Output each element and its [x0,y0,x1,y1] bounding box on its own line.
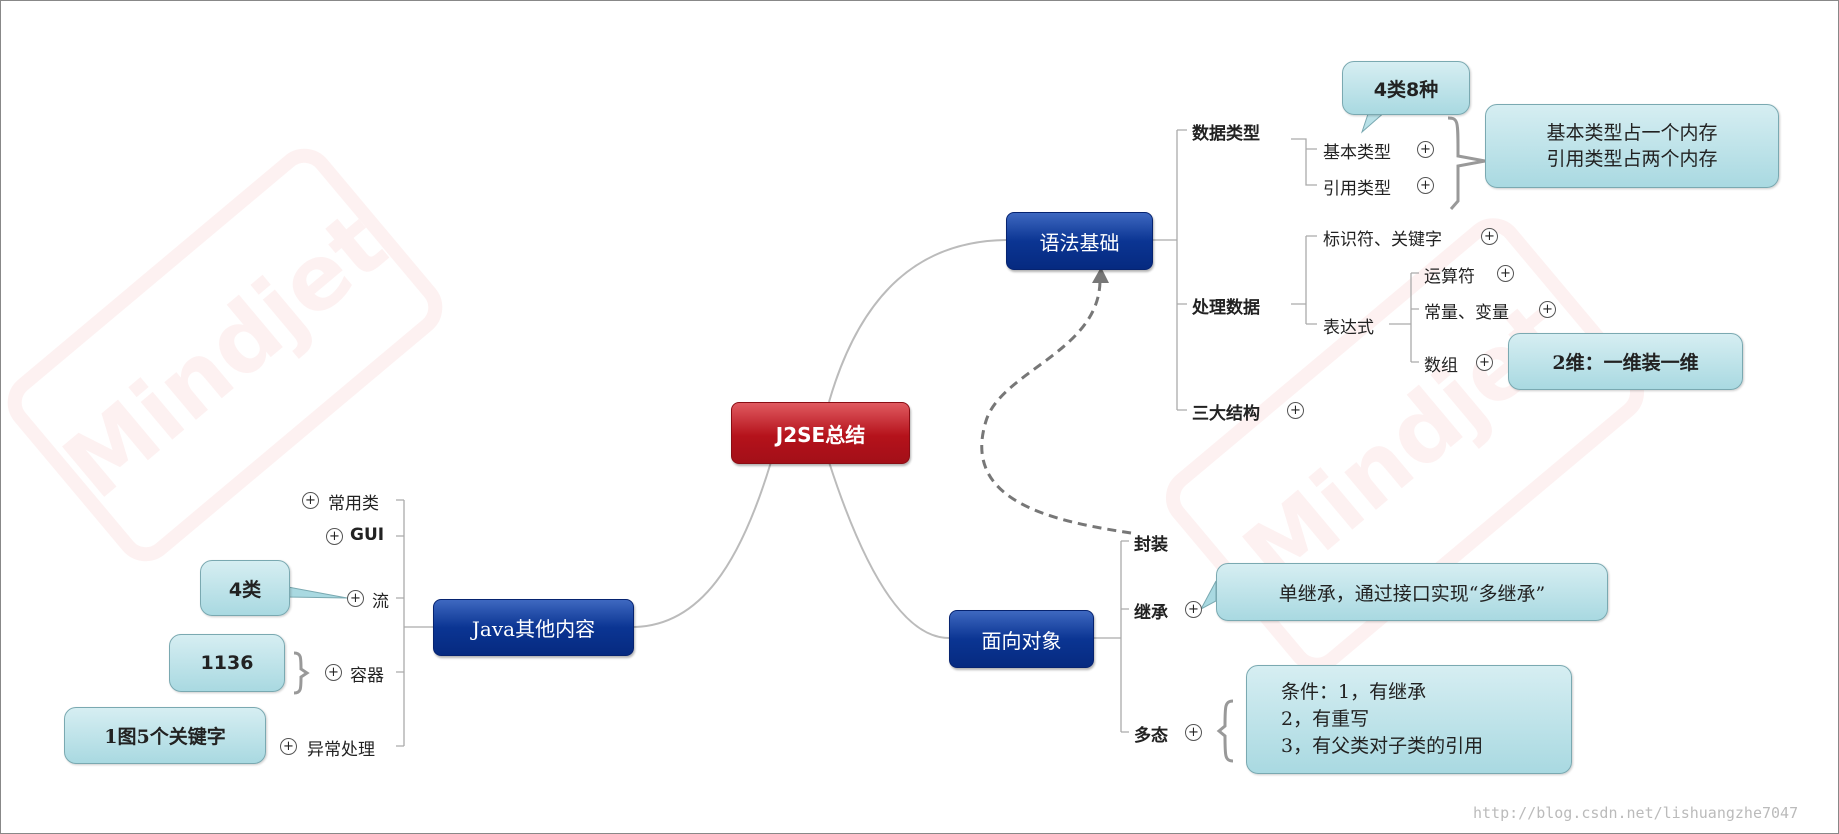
topic-oop[interactable]: 面向对象 [949,610,1094,668]
note-inheritance[interactable]: 单继承，通过接口实现“多继承” [1216,563,1608,621]
expand-icon[interactable]: + [347,590,364,607]
node-three-structures[interactable]: 三大结构 [1192,404,1260,424]
source-url-watermark: http://blog.csdn.net/lishuangzhe7047 [1473,804,1799,822]
central-topic[interactable]: J2SE总结 [731,402,910,464]
note-memory[interactable]: 基本类型占一个内存 引用类型占两个内存 [1485,104,1779,188]
expand-icon[interactable]: + [325,664,342,681]
note-container[interactable]: 1136 [169,634,285,692]
expand-icon[interactable]: + [1185,601,1202,618]
node-encapsulation[interactable]: 封装 [1134,535,1168,555]
node-operators[interactable]: 运算符 [1424,267,1475,287]
expand-icon[interactable]: + [302,492,319,509]
expand-icon[interactable]: + [1539,301,1556,318]
expand-icon[interactable]: + [1417,141,1434,158]
node-basic-types[interactable]: 基本类型 [1323,143,1391,163]
topic-java-other[interactable]: Java其他内容 [433,599,634,656]
expand-icon[interactable]: + [280,738,297,755]
topic-syntax-basics[interactable]: 语法基础 [1006,212,1153,270]
note-line: 2，有重写 [1281,708,1370,730]
node-const-var[interactable]: 常量、变量 [1424,303,1509,323]
node-inheritance[interactable]: 继承 [1134,603,1168,623]
node-common-classes[interactable]: 常用类 [328,494,379,514]
note-polymorphism[interactable]: 条件：1，有继承 2，有重写 3，有父类对子类的引用 [1246,665,1572,774]
note-exception[interactable]: 1图5个关键字 [64,707,266,764]
expand-icon[interactable]: + [326,528,343,545]
expand-icon[interactable]: + [1497,265,1514,282]
node-array[interactable]: 数组 [1424,356,1458,376]
note-line: 3，有父类对子类的引用 [1281,735,1484,757]
node-container[interactable]: 容器 [350,666,384,686]
expand-icon[interactable]: + [1481,228,1498,245]
note-line: 条件：1，有继承 [1281,681,1427,703]
callout-4-types-8-kinds[interactable]: 4类8种 [1342,61,1470,115]
note-stream[interactable]: 4类 [200,560,290,616]
expand-icon[interactable]: + [1417,177,1434,194]
note-array[interactable]: 2维：一维装一维 [1508,333,1743,390]
node-reference-types[interactable]: 引用类型 [1323,179,1391,199]
expand-icon[interactable]: + [1476,354,1493,371]
node-data-types[interactable]: 数据类型 [1192,124,1260,144]
node-stream[interactable]: 流 [372,592,389,612]
node-identifiers[interactable]: 标识符、关键字 [1323,230,1442,250]
node-gui[interactable]: GUI [350,525,385,545]
node-polymorphism[interactable]: 多态 [1134,726,1168,746]
expand-icon[interactable]: + [1287,402,1304,419]
note-line: 基本类型占一个内存 [1546,122,1718,144]
node-exception[interactable]: 异常处理 [307,740,375,760]
note-line: 引用类型占两个内存 [1546,148,1718,170]
expand-icon[interactable]: + [1185,724,1202,741]
node-expression[interactable]: 表达式 [1323,318,1374,338]
dashed-relation-arrow [980,278,1132,535]
node-process-data[interactable]: 处理数据 [1192,298,1260,318]
